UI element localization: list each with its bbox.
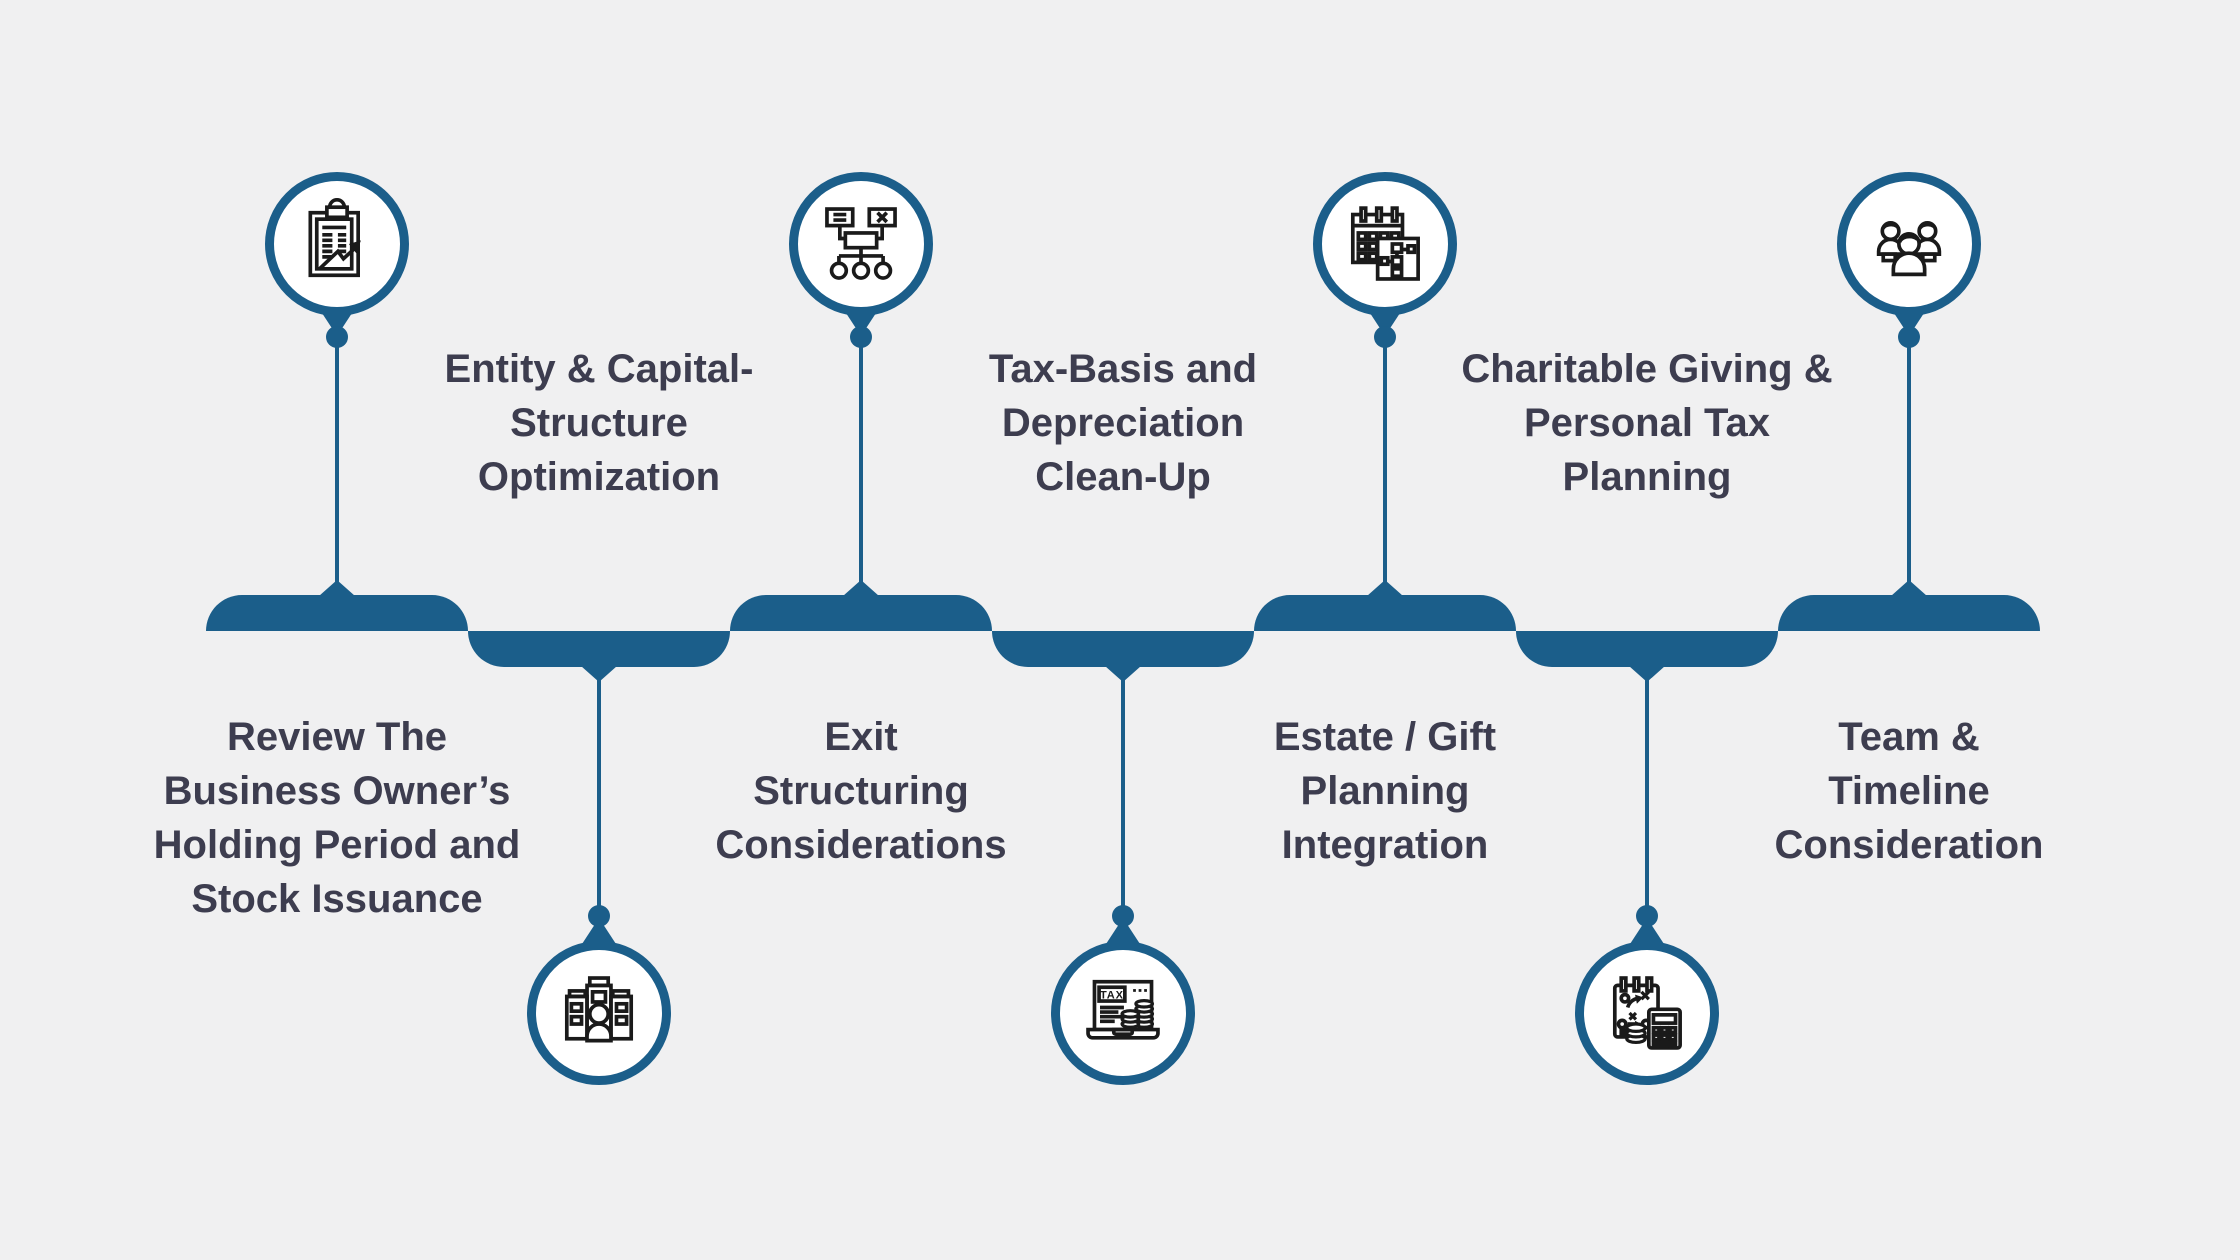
step-icon-circle [265, 172, 409, 316]
step-icon-circle [1575, 941, 1719, 1085]
tax-laptop-icon: TAX [1086, 979, 1160, 1040]
segment-notch [581, 666, 617, 682]
timeline-segment [206, 580, 468, 631]
step-icon-circle [1313, 172, 1457, 316]
connector-line [335, 346, 339, 584]
timeline-segment [1516, 631, 1778, 682]
step-label: Charitable Giving & Personal Tax Plannin… [1461, 347, 1833, 499]
segment-notch [1367, 580, 1403, 596]
connector-line [1645, 680, 1649, 908]
step-label: Tax-Basis and Depreciation Clean-Up [988, 347, 1258, 499]
segment-notch [319, 580, 355, 596]
step-label: Review The Business Owner’s Holding Peri… [153, 715, 521, 921]
connector-dot [326, 326, 348, 348]
svg-text:TAX: TAX [1100, 989, 1124, 1001]
step-icon-circle [1837, 172, 1981, 316]
corporate-building-icon [564, 976, 634, 1043]
timeline-segment [992, 631, 1254, 682]
segment-notch [1105, 666, 1141, 682]
step-label: Estate / Gift Planning Integration [1273, 715, 1497, 867]
connector-line [859, 346, 863, 584]
connector-dot [850, 326, 872, 348]
connector-line [597, 680, 601, 908]
step-label: Team & Timeline Consideration [1774, 715, 2044, 867]
connector-dot [588, 905, 610, 927]
timeline-segment [468, 631, 730, 682]
connector-line [1121, 680, 1125, 908]
timeline-segment [730, 580, 992, 631]
timeline-segment [1778, 580, 2040, 631]
timeline-segment [1254, 580, 1516, 631]
step-label: Entity & Capital- Structure Optimization [444, 347, 754, 499]
calendar-flowchart-icon [1350, 206, 1420, 281]
segment-notch [843, 580, 879, 596]
connector-line [1907, 346, 1911, 584]
decision-flowchart-icon [825, 207, 897, 280]
strategy-calculator-icon [1612, 976, 1682, 1050]
team-icon [1876, 221, 1942, 277]
connector-dot [1112, 905, 1134, 927]
connector-dot [1374, 326, 1396, 348]
step-icon-circle [527, 941, 671, 1085]
segment-notch [1891, 580, 1927, 596]
segment-notch [1629, 666, 1665, 682]
connector-line [1383, 346, 1387, 584]
clipboard-growth-icon [308, 198, 361, 278]
connector-dot [1636, 905, 1658, 927]
step-icon-circle: TAX [1051, 941, 1195, 1085]
step-icon-circle [789, 172, 933, 316]
connector-dot [1898, 326, 1920, 348]
step-label: Exit Structuring Considerations [715, 715, 1007, 867]
